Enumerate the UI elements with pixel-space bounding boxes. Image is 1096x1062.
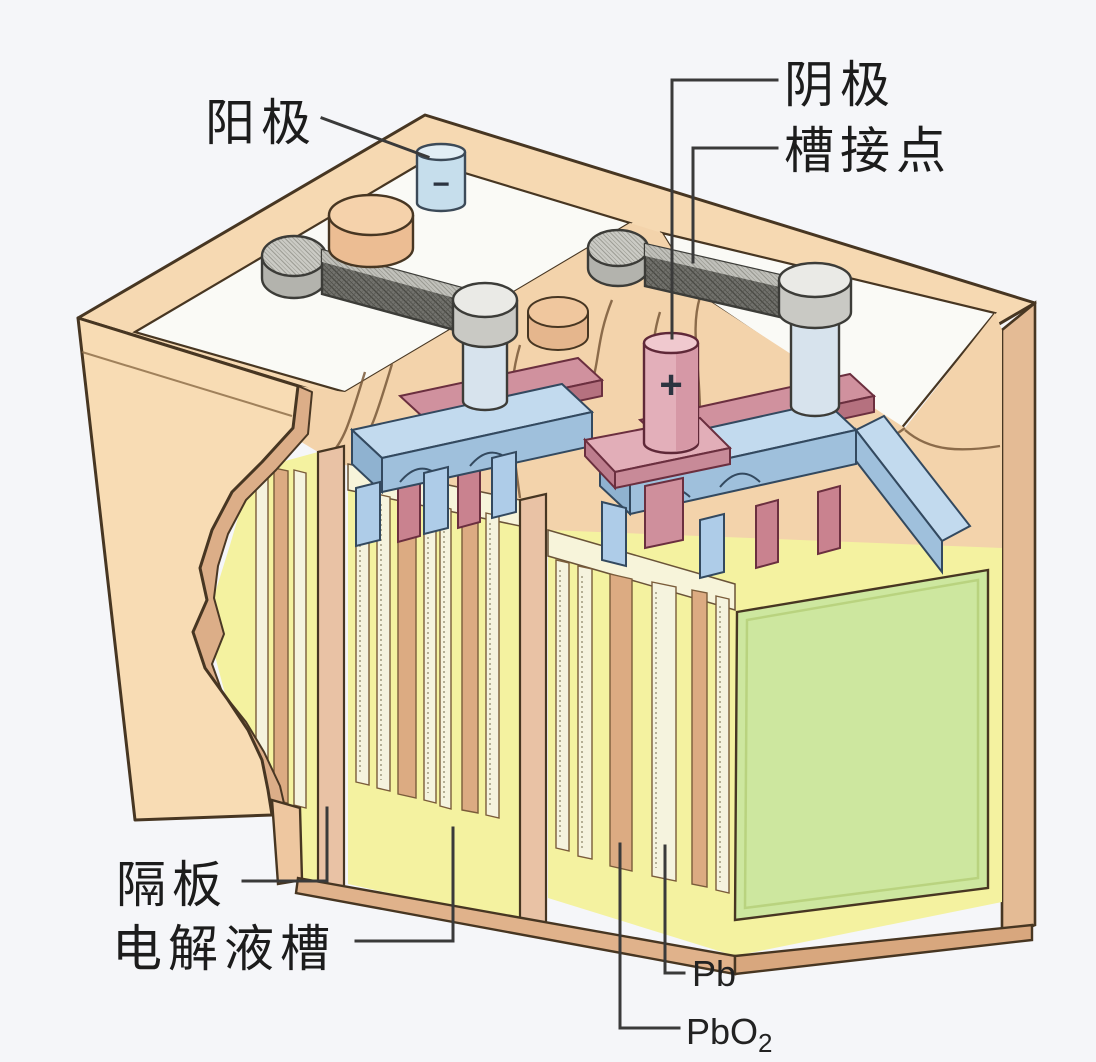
- negative-sign: −: [432, 168, 450, 201]
- cell-3-plate-tan: [691, 589, 708, 888]
- vent-cap-2-top: [527, 296, 589, 328]
- electrolyte-tank-pointer: [354, 826, 455, 943]
- label-cathode: 阴极: [784, 56, 896, 114]
- label-cell-connector: 槽接点: [784, 122, 952, 180]
- cell-2-plate-cream: [376, 493, 391, 792]
- cell-2-plate-cream: [423, 501, 437, 804]
- label-separator: 隔板: [116, 856, 228, 914]
- cell-3-plate-cream: [577, 565, 593, 860]
- pb-pointer: [663, 844, 686, 975]
- label-electrolyte-tank: 电解液槽: [112, 920, 336, 978]
- negative-strap-finger: [423, 465, 449, 536]
- cell-3-plate-top-band: [547, 529, 736, 611]
- negative-strap-finger: [491, 450, 517, 520]
- cell-connector-bar-right-top: [645, 244, 784, 288]
- cell-2-plate-tan: [461, 509, 479, 814]
- green-face-inner-line: [743, 578, 980, 910]
- post-cap-right-top: [777, 261, 853, 299]
- left-wall-rim-line: [81, 351, 293, 417]
- post-cap-left-top: [451, 281, 519, 319]
- pointer-lines: [241, 78, 779, 1030]
- label-pbo2-base: PbO: [686, 1011, 758, 1052]
- anode-pointer: [320, 116, 430, 159]
- separator-pointer: [241, 806, 329, 883]
- lead-disc-right-top: [586, 228, 650, 268]
- label-anode: 阳极: [205, 94, 317, 152]
- post-neck-right: [789, 310, 841, 418]
- negative-strap-rail-end: [351, 427, 383, 495]
- positive-terminal-shading: [676, 345, 698, 451]
- cell-3-plate-green-face: [733, 568, 990, 922]
- cell-3-plate-pb: [651, 581, 677, 882]
- separator-dotted-texture: [359, 500, 491, 808]
- negative-strap-finger: [601, 500, 627, 568]
- cell-1-plate-cream: [293, 469, 307, 809]
- cell-2-plate-tan: [397, 497, 417, 799]
- post-neck-left: [461, 330, 509, 412]
- labels: 阳极 阴极 槽接点 隔板 电解液槽 Pb PbO2: [112, 56, 952, 1058]
- positive-strap-finger: [817, 484, 841, 556]
- cell-partition-1: [316, 444, 346, 892]
- cell-2-plate-cream: [439, 505, 452, 810]
- terminal-hardware: − +: [260, 142, 853, 455]
- label-pbo2: PbO2: [686, 1011, 773, 1058]
- positive-strap-finger: [755, 498, 779, 570]
- positive-terminal-plate-leg: [644, 476, 684, 550]
- case-left-wall: [76, 316, 300, 822]
- cell-connector-pointer: [691, 146, 779, 264]
- cell-3-plate-cream: [715, 595, 730, 894]
- cell-partition-2: [518, 492, 548, 927]
- case-right-wall: [1000, 300, 1037, 940]
- cell-3-plate-pbo2: [609, 573, 633, 872]
- pbo2-pointer: [618, 842, 681, 1030]
- case-bottom-edge-right: [733, 923, 1034, 976]
- label-pbo2-subscript: 2: [758, 1028, 772, 1058]
- label-pb: Pb: [692, 953, 736, 994]
- vent-cap-1-top: [327, 193, 415, 237]
- lead-disc-left-top: [260, 234, 328, 278]
- case-corner-foot: [270, 798, 304, 886]
- positive-terminal-plate-end: [584, 437, 616, 491]
- cell-1-plate-tan: [273, 467, 289, 804]
- cell-1: [206, 452, 318, 885]
- positive-sign: +: [659, 363, 682, 407]
- negative-strap-finger: [699, 512, 725, 580]
- cell-3: [547, 529, 1002, 956]
- cell-2-plate-cream: [485, 512, 500, 819]
- cathode-pointer: [670, 78, 779, 340]
- cell-3-plate-cream: [555, 559, 570, 852]
- negative-terminal-cylinder: [415, 152, 467, 213]
- separator-dotted-texture: [559, 570, 721, 882]
- negative-strap-rail-right-face: [855, 427, 943, 575]
- negative-terminal-top: [415, 142, 467, 162]
- negative-strap-finger: [355, 480, 381, 548]
